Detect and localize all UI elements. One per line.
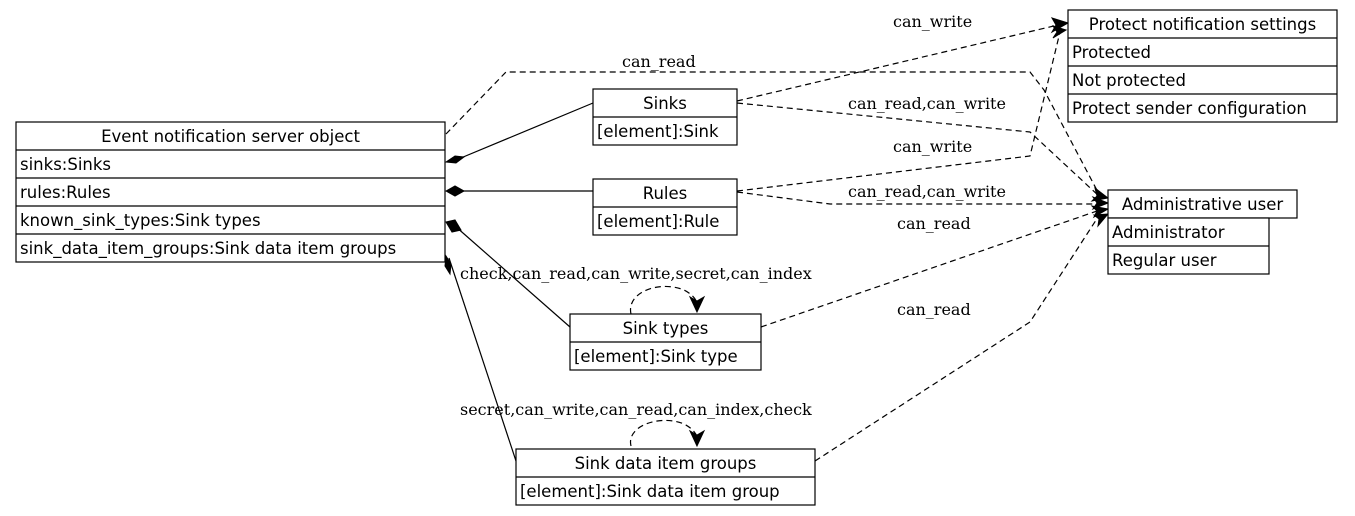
label-sink-types-self: check,can_read,can_write,secret,can_inde… bbox=[460, 264, 812, 283]
node-row: sink_data_item_groups:Sink data item gro… bbox=[20, 239, 396, 259]
node-sinks: Sinks [element]:Sink bbox=[592, 88, 738, 146]
node-event-server: Event notification server object sinks:S… bbox=[15, 121, 446, 263]
edge-rules-admin bbox=[736, 191, 1098, 205]
node-row: [element]:Rule bbox=[597, 212, 719, 231]
label-rules-admin: can_read,can_write bbox=[848, 182, 1006, 201]
node-row: Protect sender configuration bbox=[1072, 99, 1307, 118]
node-title: Rules bbox=[643, 184, 688, 203]
edge-sdig-admin bbox=[814, 213, 1101, 462]
edge-server-sink-types bbox=[454, 225, 571, 328]
node-rules: Rules [element]:Rule bbox=[592, 178, 738, 236]
node-title: Event notification server object bbox=[101, 127, 360, 146]
node-title: Protect notification settings bbox=[1089, 15, 1316, 34]
node-row: known_sink_types:Sink types bbox=[20, 211, 261, 231]
node-sink-data-item-groups: Sink data item groups [element]:Sink dat… bbox=[515, 448, 816, 506]
node-row: Administrator bbox=[1112, 223, 1225, 242]
node-row: [element]:Sink bbox=[597, 122, 719, 141]
node-protect-settings: Protect notification settings Protected … bbox=[1067, 9, 1338, 123]
label-sinks-protect: can_write bbox=[893, 12, 972, 31]
node-admin-user: Administrative user Administrator Regula… bbox=[1107, 189, 1298, 275]
label-sink-types-admin: can_read bbox=[897, 214, 971, 233]
node-title: Sink data item groups bbox=[575, 454, 757, 473]
node-row: [element]:Sink data item group bbox=[520, 482, 780, 501]
arrow-into-admin-2 bbox=[1090, 186, 1110, 202]
node-title: Sink types bbox=[623, 319, 709, 338]
node-row: Regular user bbox=[1112, 251, 1217, 270]
node-row: Protected bbox=[1072, 43, 1151, 62]
diamond-rules bbox=[444, 185, 466, 197]
arrow-into-admin-4 bbox=[1092, 213, 1110, 228]
arrow-self-sink-types bbox=[688, 295, 706, 314]
label-sinks-admin: can_read,can_write bbox=[848, 94, 1006, 113]
diamond-sinks bbox=[444, 155, 466, 164]
diamond-sink-types bbox=[445, 219, 462, 233]
label-server-admin: can_read bbox=[622, 52, 696, 71]
arrow-into-protect-2 bbox=[1051, 25, 1068, 39]
edge-sdig-self bbox=[630, 419, 698, 447]
arrow-self-sdig bbox=[688, 429, 706, 448]
edge-server-sdig bbox=[448, 257, 517, 462]
label-rules-protect: can_write bbox=[893, 137, 972, 156]
edge-server-admin bbox=[445, 71, 1101, 197]
node-title: Sinks bbox=[643, 94, 687, 113]
edge-sink-types-self bbox=[630, 285, 698, 315]
edge-sinks-admin bbox=[736, 102, 1101, 198]
node-row: sinks:Sinks bbox=[20, 155, 111, 174]
edge-sinks-protect bbox=[736, 24, 1059, 102]
edge-server-sinks bbox=[455, 102, 594, 161]
edge-rules-protect bbox=[736, 31, 1061, 192]
node-sink-types: Sink types [element]:Sink type bbox=[569, 313, 762, 371]
node-row: [element]:Sink type bbox=[574, 347, 738, 366]
label-sdig-admin: can_read bbox=[897, 300, 971, 319]
diamond-sdig bbox=[444, 254, 452, 276]
node-title: Administrative user bbox=[1122, 195, 1284, 214]
node-row: Not protected bbox=[1072, 71, 1186, 90]
label-sdig-self: secret,can_write,can_read,can_index,chec… bbox=[460, 400, 812, 419]
node-row: rules:Rules bbox=[20, 183, 111, 202]
